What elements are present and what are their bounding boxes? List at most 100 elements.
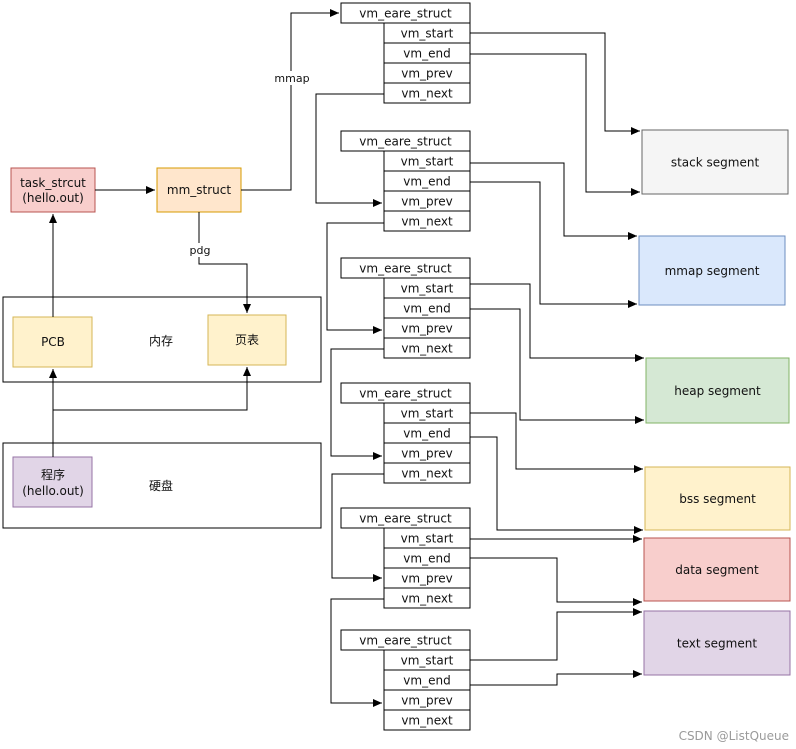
segment-label: stack segment	[671, 156, 760, 170]
vma-field-vm-start: vm_start	[401, 407, 454, 421]
vm-area-struct-1: vm_eare_structvm_startvm_endvm_prevvm_ne…	[340, 2, 471, 104]
left-connectors	[49, 9, 339, 457]
vma2-next-to-vma3-prev	[326, 222, 384, 334]
vma1-start-to-stack	[470, 32, 640, 135]
segment-label: bss segment	[679, 492, 756, 506]
vma-field-vm-next: vm_next	[401, 87, 453, 101]
vma-title: vm_eare_struct	[359, 262, 452, 276]
disk-label: 硬盘	[149, 478, 173, 493]
vma-title: vm_eare_struct	[359, 135, 452, 149]
mm-struct-node: mm_struct	[156, 167, 242, 213]
vma-field-vm-next: vm_next	[401, 215, 453, 229]
segment-4: bss segment	[644, 466, 791, 531]
vm-area-struct-2: vm_eare_struct vm_start vm_end vm_prev vm_ne…	[340, 130, 471, 232]
vma-field-vm-end: vm_end	[403, 302, 450, 316]
segment-5: data segment	[643, 537, 791, 602]
vma6-end-to-text	[470, 670, 642, 686]
vma6-start-to-text	[470, 608, 642, 661]
mmap-edge-label: mmap	[274, 72, 309, 85]
vm-area-struct-4: vm_eare_struct vm_start vm_end vm_prev vm_ne…	[340, 382, 471, 484]
segment-box	[643, 537, 791, 602]
segments: stack segment mmap segment heap segment bss…	[638, 129, 791, 676]
vma-field-vm-start: vm_start	[401, 532, 454, 546]
vma-field-cell	[383, 709, 471, 731]
vma1-next-to-vma2-prev	[315, 93, 384, 207]
vma-field-vm-prev: vm_prev	[401, 694, 453, 708]
memory-label: 内存	[149, 334, 173, 348]
page-table-node: 页表	[207, 314, 287, 366]
vma-field-vm-end: vm_end	[403, 427, 450, 441]
vm-area-struct-6: vm_eare_struct vm_start vm_end vm_prev vm_ne…	[340, 629, 471, 731]
segment-box	[641, 129, 789, 195]
vma-field-vm-end: vm_end	[403, 674, 450, 688]
vma5-end-to-data	[470, 557, 642, 606]
memory-container	[2, 296, 322, 383]
vma-field-vm-start: vm_start	[401, 282, 454, 296]
task-struct-title: task_strcut	[20, 176, 86, 190]
segment-label: heap segment	[674, 384, 761, 398]
segment-box	[644, 466, 791, 531]
vma-field-vm-end: vm_end	[403, 175, 450, 189]
vma3-next-to-vma4-prev	[330, 348, 384, 460]
pdg-edge-label: pdg	[190, 244, 211, 257]
segment-label: data segment	[675, 563, 759, 577]
vma4-start-to-bss	[470, 412, 643, 473]
vma1-end-to-stack	[470, 53, 640, 196]
vma-field-vm-next: vm_next	[401, 714, 453, 728]
vma5-next-to-vma6-prev	[330, 598, 384, 707]
vma-field-cell	[383, 82, 471, 104]
vma4-next-to-vma5-prev	[331, 473, 384, 582]
vma-field-vm-next: vm_next	[401, 467, 453, 481]
segment-2: mmap segment	[638, 235, 786, 306]
disk-container	[2, 442, 322, 529]
vma-title: vm_eare_struct	[359, 512, 452, 526]
vma-field-cell	[383, 587, 471, 609]
vma2-end-to-mmap	[470, 181, 637, 308]
mm-to-page-table-pdg-arrow	[198, 212, 251, 313]
segment-box	[638, 235, 786, 306]
vma3-end-to-heap	[470, 308, 644, 424]
vma-field-cell	[383, 462, 471, 484]
page-table-label: 页表	[235, 333, 259, 347]
vma-field-cell	[383, 210, 471, 232]
pcb-node: PCB	[12, 316, 93, 368]
vma-title: vm_eare_struct	[359, 387, 452, 401]
program-node: 程序 (hello.out)	[12, 456, 93, 508]
vma-title: vm_eare_struct	[359, 634, 452, 648]
vma-field-vm-prev: vm_prev	[401, 195, 453, 209]
segment-label: text segment	[677, 637, 757, 651]
vma-links	[315, 32, 644, 707]
vma-field-vm-next: vm_next	[401, 342, 453, 356]
segment-box	[643, 610, 791, 676]
segment-3: heap segment	[645, 357, 790, 424]
vma-field-vm-end: vm_end	[403, 47, 450, 61]
segment-6: text segment	[643, 610, 791, 676]
program-subtitle: (hello.out)	[22, 484, 84, 498]
vma4-end-to-bss	[470, 436, 643, 534]
program-to-page-table-arrow	[52, 367, 251, 457]
segment-label: mmap segment	[665, 264, 760, 278]
vm-area-struct-5: vm_eare_struct vm_start vm_end vm_prev vm_ne…	[340, 507, 471, 609]
mm-to-vma-mmap-arrow	[241, 9, 339, 191]
vma-field-vm-next: vm_next	[401, 592, 453, 606]
vma-field-vm-prev: vm_prev	[401, 572, 453, 586]
watermark: CSDN @ListQueue	[679, 729, 789, 743]
segment-box	[645, 357, 790, 424]
vma-field-vm-end: vm_end	[403, 552, 450, 566]
vma-field-vm-start: vm_start	[401, 654, 454, 668]
vma-field-cell	[383, 337, 471, 359]
mm-struct-label: mm_struct	[167, 183, 231, 197]
vma-field-vm-start: vm_start	[401, 27, 454, 41]
vma-field-vm-prev: vm_prev	[401, 322, 453, 336]
task-struct-subtitle: (hello.out)	[22, 191, 84, 205]
vm-area-struct-3: vm_eare_struct vm_start vm_end vm_prev vm_ne…	[340, 257, 471, 359]
vma-field-vm-prev: vm_prev	[401, 67, 453, 81]
vma-field-vm-prev: vm_prev	[401, 447, 453, 461]
vma-field-vm-start: vm_start	[401, 155, 454, 169]
vma3-start-to-heap	[470, 283, 644, 362]
pcb-label: PCB	[41, 335, 65, 349]
vma2-start-to-mmap	[470, 162, 637, 240]
task-struct-node: task_strcut (hello.out)	[10, 167, 96, 213]
program-title: 程序	[41, 467, 65, 482]
